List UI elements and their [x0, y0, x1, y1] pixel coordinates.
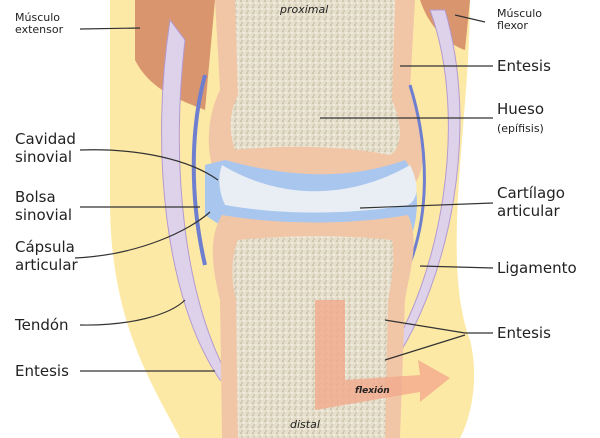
label-distal: distal [290, 418, 320, 431]
proximal-marrow [230, 0, 400, 155]
articular-cartilage [219, 165, 417, 213]
label-line: Músculo [15, 11, 60, 24]
label-line: articular [497, 202, 560, 220]
label-line: sinovial [15, 148, 73, 166]
label-line: Músculo [497, 7, 542, 20]
label-line: Cápsula [15, 238, 75, 256]
distal-marrow [232, 236, 394, 438]
label-entesis-right: Entesis [497, 324, 551, 342]
label-line: sinovial [15, 206, 73, 224]
flexion-arrow [315, 300, 450, 410]
label-line: flexor [497, 19, 528, 32]
label-line: articular [15, 256, 78, 274]
label-line: extensor [15, 23, 64, 36]
leader-lines [74, 14, 494, 372]
label-line: Bolsa [15, 188, 56, 206]
label-flexion: flexión [355, 386, 390, 396]
label-line: Cartílago [497, 184, 565, 202]
label-entesis-left: Entesis [15, 362, 69, 380]
label-hueso: Hueso (epífisis) [497, 100, 544, 136]
label-ligamento: Ligamento [497, 259, 577, 277]
label-line: (epífisis) [497, 122, 544, 135]
label-entesis-top: Entesis [497, 57, 551, 75]
label-line: Cavidad [15, 130, 76, 148]
label-line: Hueso [497, 100, 545, 118]
label-proximal: proximal [280, 3, 329, 16]
label-tendon: Tendón [15, 316, 69, 334]
